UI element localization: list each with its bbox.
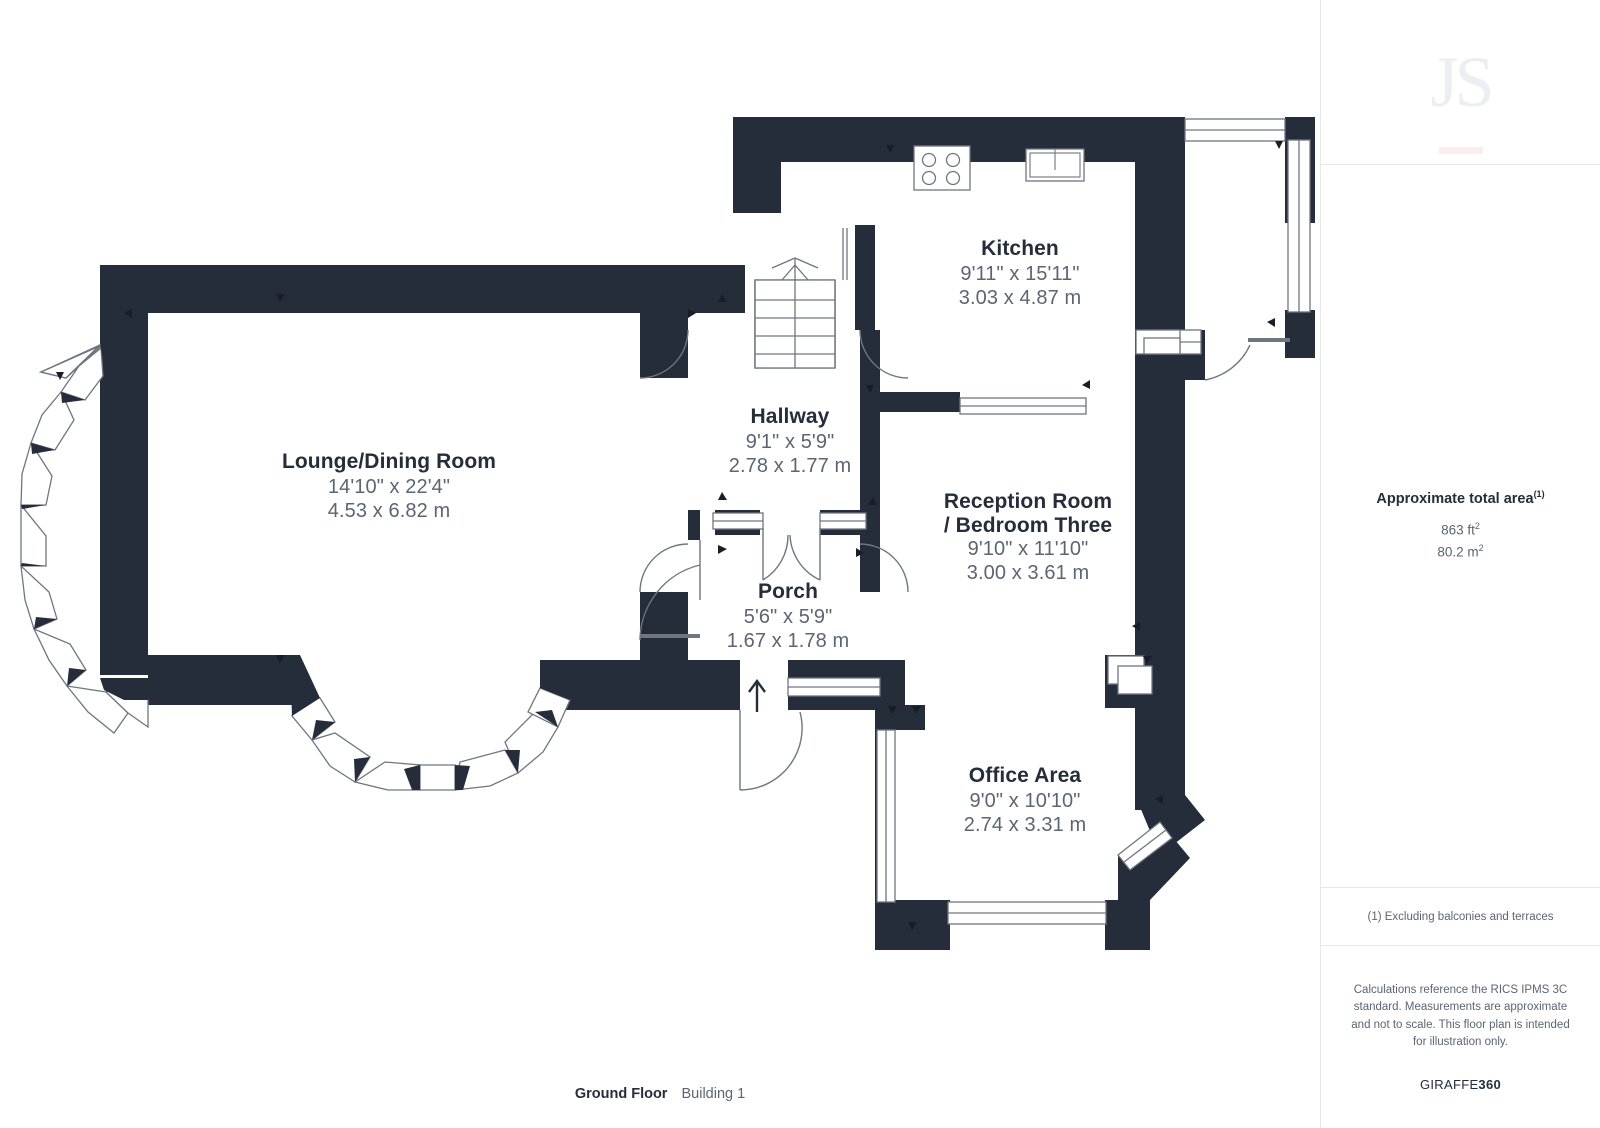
brand-name-light: GIRAFFE [1419,1077,1479,1093]
wall-structure [100,117,1315,950]
room-label-reception-room-bedroom-three: Reception Room / Bedroom Three 9'10" x 1… [944,490,1112,586]
staircase-icon [754,228,848,369]
room-dims-metric-hallway: 2.78 x 1.77 m [728,455,852,477]
total-area-sqft-value: 863 ft [1441,522,1475,538]
giraffe360-brand: GIRAFFE360 [1420,1077,1501,1092]
room-name-reception-room: Reception Room [943,490,1113,513]
room-dims-imperial-reception-room: 9'10" x 11'10" [967,538,1089,561]
room-dims-metric-kitchen: 3.03 x 4.87 m [958,287,1082,309]
total-area-sqm: 80.2 m2 [1437,541,1483,563]
room-dims-metric-lounge-dining-room: 4.53 x 6.82 m [327,500,451,522]
room-label-office-area: Office Area 9'0" x 10'10" 2.74 x 3.31 m [964,763,1086,837]
total-area-footnote-marker: (1) [1533,488,1545,499]
sqft-superscript: 2 [1474,520,1480,531]
total-area-sqft: 863 ft2 [1441,519,1480,541]
js-monogram-logo-icon: JS [1430,42,1494,122]
total-area-title-text: Approximate total area [1376,490,1534,507]
info-sidebar: JS Approximate total area(1) 863 ft2 80.… [1320,0,1600,1128]
room-dims-metric-reception-room: 3.00 x 3.61 m [966,562,1090,585]
room-dims-imperial-kitchen: 9'11" x 15'11" [960,262,1080,285]
room-name-lounge-dining-room: Lounge/Dining Room [281,450,497,473]
total-area-cell: Approximate total area(1) 863 ft2 80.2 m… [1321,165,1600,888]
room-dims-imperial-office-area: 9'0" x 10'10" [969,789,1081,812]
brand-logo-cell: JS [1321,0,1600,165]
sqm-superscript: 2 [1478,542,1484,553]
bay-window-upper [20,340,149,734]
door-swings [639,329,1290,791]
brand-name-bold: 360 [1478,1077,1502,1093]
bay-window-lower [290,655,571,791]
floor-plan-drawing[interactable]: Lounge/Dining Room 14'10" x 22'4" 4.53 x… [0,0,1320,1128]
hob-four-burner-icon [913,145,971,191]
room-label-kitchen: Kitchen 9'11" x 15'11" 3.03 x 4.87 m [959,236,1081,310]
wall-tick-markers [56,141,1283,930]
disclaimer-text: Calculations reference the RICS IPMS 3C … [1351,983,1570,1048]
footnote-cell: (1) Excluding balconies and terraces [1321,888,1600,946]
sink-icon [1025,148,1085,182]
entry-direction-arrow-icon [748,678,766,712]
room-dims-imperial-lounge-dining-room: 14'10" x 22'4" [327,475,451,498]
room-name-hallway: Hallway [750,405,830,428]
room-label-porch: Porch 5'6" x 5'9" 1.67 x 1.78 m [727,579,849,653]
room-dims-imperial-hallway: 9'1" x 5'9" [745,430,835,453]
footnote-text: (1) Excluding balconies and terraces [1367,910,1554,923]
room-name-kitchen: Kitchen [981,237,1059,260]
room-label-lounge-dining-room: Lounge/Dining Room 14'10" x 22'4" 4.53 x… [282,449,496,523]
room-dims-metric-porch: 1.67 x 1.78 m [726,630,850,652]
room-label-hallway: Hallway 9'1" x 5'9" 2.78 x 1.77 m [729,404,851,478]
total-area-title: Approximate total area(1) [1376,489,1544,507]
disclaimer-cell: Calculations reference the RICS IPMS 3C … [1321,946,1600,1128]
total-area-sqm-value: 80.2 m [1437,544,1479,560]
room-name-office-area: Office Area [968,764,1082,787]
footer-building-label: Building 1 [681,1086,746,1102]
room-dims-imperial-porch: 5'6" x 5'9" [743,605,833,628]
window-openings [712,118,1311,925]
cupboard-fixtures [1107,329,1181,695]
room-name-bedroom-three: / Bedroom Three [943,513,1113,537]
footer-floor-label: Ground Floor [574,1086,668,1102]
logo-underline-accent [1438,147,1483,154]
room-name-porch: Porch [757,580,819,603]
plan-footer: Ground Floor Building 1 [0,1086,1320,1102]
room-dims-metric-office-area: 2.74 x 3.31 m [963,814,1087,836]
